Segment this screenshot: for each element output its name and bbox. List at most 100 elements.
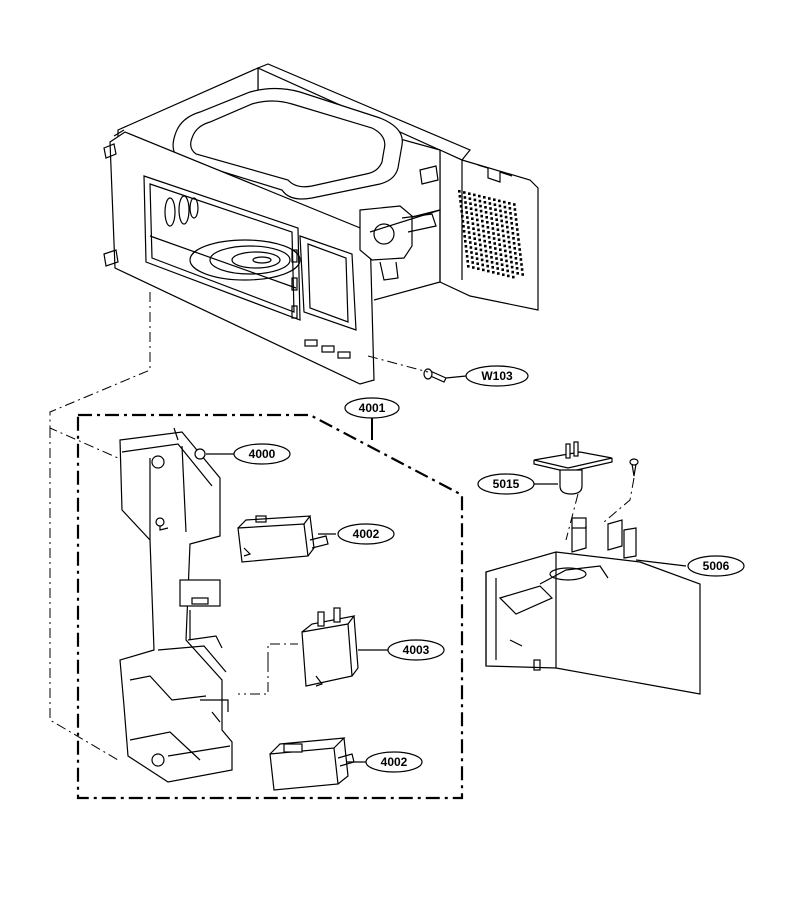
vent-hole: [496, 267, 499, 270]
vent-hole: [461, 220, 465, 223]
callout-4002-upper-label: 4002: [353, 527, 380, 541]
vent-hole: [476, 218, 479, 222]
vent-hole: [473, 198, 477, 202]
vent-hole: [503, 205, 507, 209]
vent-hole: [502, 273, 505, 276]
vent-hole: [496, 228, 500, 231]
vent-hole: [514, 252, 517, 255]
callout-5006-label: 5006: [703, 559, 730, 573]
c5006-leader: [635, 559, 687, 567]
vent-hole: [509, 217, 513, 220]
vent-hole: [503, 200, 506, 204]
vent-hole: [471, 261, 474, 264]
callout-4003-label: 4003: [403, 643, 430, 657]
vent-hole: [507, 240, 511, 244]
callout-w103: W103: [465, 365, 529, 387]
vent-hole: [463, 196, 467, 199]
vent-hole: [484, 249, 488, 253]
vent-hole: [506, 225, 509, 229]
callout-w103-label: W103: [481, 369, 513, 383]
vent-hole: [472, 266, 475, 269]
vent-hole: [488, 202, 492, 205]
vent-hole: [514, 213, 517, 216]
vent-hole: [467, 265, 470, 268]
vent-hole: [484, 211, 488, 214]
vent-hole: [463, 191, 466, 194]
callout-4001-label: 4001: [359, 401, 386, 415]
vent-hole: [485, 259, 489, 263]
vent-hole: [490, 217, 493, 220]
vent-hole: [492, 232, 495, 235]
vent-hole: [478, 194, 481, 198]
vent-hole: [504, 254, 508, 258]
callout-4003: 4003: [387, 639, 445, 661]
vent-hole: [498, 204, 502, 208]
vent-hole: [507, 274, 510, 278]
vent-hole: [517, 238, 520, 241]
vent-hole: [469, 241, 472, 244]
callout-4002-lower-label: 4002: [381, 755, 408, 769]
vent-hole: [499, 253, 503, 256]
vent-hole: [519, 253, 522, 256]
vent-hole: [501, 224, 504, 228]
vent-hole: [473, 237, 476, 240]
vent-hole: [500, 219, 503, 223]
vent-hole: [482, 229, 485, 233]
vent-hole: [484, 206, 487, 209]
callout-5006: 5006: [687, 555, 745, 577]
vent-hole: [493, 203, 497, 206]
vent-hole: [505, 220, 508, 224]
vent-hole: [499, 248, 502, 251]
screw-w103-icon: [423, 368, 447, 383]
lamp-housing-5006: [485, 517, 701, 695]
vent-hole: [508, 207, 512, 210]
vent-hole: [500, 258, 503, 261]
vent-hole: [469, 207, 473, 210]
vent-hole: [496, 223, 499, 226]
vent-hole: [488, 241, 491, 244]
vent-hole: [485, 216, 488, 219]
lamp-socket-5015: [533, 441, 613, 495]
vent-hole: [489, 212, 493, 215]
vent-hole: [487, 236, 491, 239]
vent-hole: [493, 198, 496, 201]
vent-hole: [465, 250, 468, 253]
vent-hole: [491, 227, 495, 230]
vent-hole: [459, 200, 462, 203]
vent-hole: [500, 263, 504, 266]
vent-hole: [515, 262, 518, 265]
vent-hole: [519, 258, 523, 261]
micro-switch-4003: [301, 607, 359, 687]
vent-hole: [486, 221, 489, 224]
vent-hole: [470, 256, 474, 259]
vent-grille: [458, 190, 524, 279]
vent-hole: [467, 226, 470, 229]
oven-cavity-assembly: [103, 63, 539, 385]
vent-hole: [465, 255, 469, 258]
vent-hole: [504, 210, 507, 214]
vent-hole: [495, 257, 498, 260]
vent-hole: [504, 249, 507, 253]
micro-switch-4002-lower: [269, 737, 355, 791]
vent-hole: [512, 242, 516, 245]
vent-hole: [460, 210, 463, 213]
vent-hole: [505, 259, 508, 263]
vent-hole: [490, 256, 493, 259]
callout-4002-lower: 4002: [365, 751, 423, 773]
vent-hole: [463, 235, 466, 238]
assembly-4001-group-border: [76, 413, 464, 800]
vent-hole: [474, 247, 478, 250]
vent-hole: [486, 226, 490, 229]
vent-hole: [498, 199, 501, 203]
vent-hole: [511, 227, 514, 230]
vent-hole: [476, 262, 479, 265]
vent-hole: [494, 208, 497, 211]
callout-4000-label: 4000: [249, 447, 276, 461]
vent-hole: [487, 231, 490, 234]
vent-hole: [488, 197, 491, 200]
vent-hole: [466, 260, 469, 263]
alignment-guides: [49, 292, 635, 761]
vent-hole: [507, 235, 510, 239]
vent-hole: [476, 223, 480, 227]
vent-hole: [511, 232, 515, 235]
